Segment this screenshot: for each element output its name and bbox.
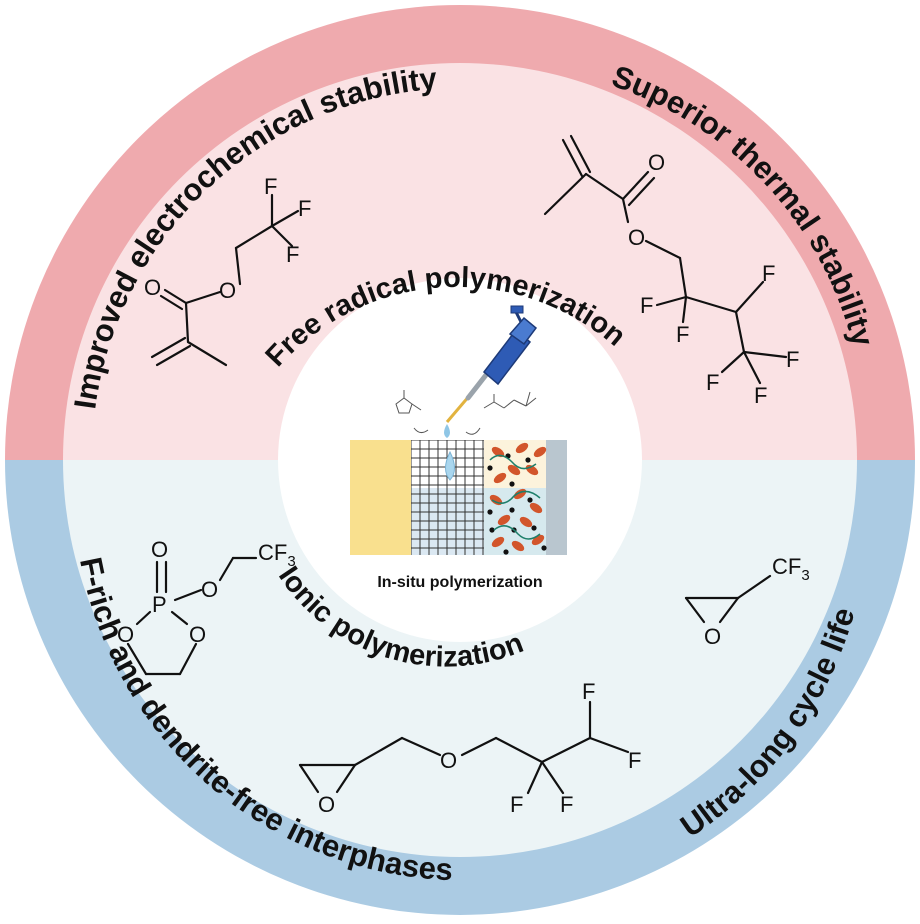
active-particle <box>493 472 507 484</box>
atom-o-p-double: O <box>151 537 168 562</box>
atom-f-5b: F <box>560 792 573 817</box>
center-caption: In-situ polymerization <box>377 574 542 591</box>
electrolyte-dot <box>489 527 495 533</box>
bottom-inner-disc <box>63 460 857 857</box>
atom-p: P <box>152 592 167 617</box>
active-particle <box>491 446 505 458</box>
active-particle <box>519 516 533 528</box>
electrolyte-dot <box>487 509 493 515</box>
atom-f-2a: F <box>640 293 653 318</box>
atom-f-2f: F <box>786 347 799 372</box>
molecule-trifluoropropylene-oxide <box>684 574 772 624</box>
electrolyte-dot <box>525 457 531 463</box>
active-particle <box>515 442 529 454</box>
reagent-sketch-right <box>465 391 537 435</box>
electrolyte-dot <box>503 549 509 555</box>
pipette-icon <box>444 305 538 438</box>
atom-o-5b: O <box>440 748 457 773</box>
electrolyte-dot <box>531 525 537 531</box>
active-particle <box>491 536 505 548</box>
atom-cf3-3: CF3 <box>258 540 296 570</box>
atom-f-2b: F <box>676 322 689 347</box>
atom-f-2d: F <box>706 370 719 395</box>
atom-o-carbonyl-1: O <box>144 275 161 300</box>
atom-o-ester-1: O <box>219 278 236 303</box>
molecule-cyclic-phosphate <box>126 556 258 676</box>
atom-o-4: O <box>704 624 721 649</box>
atom-o-5a: O <box>318 792 335 817</box>
electrolyte-dot <box>541 545 547 551</box>
active-particle <box>529 502 543 514</box>
active-particle <box>533 446 547 458</box>
molecule-trifluoroethyl-methacrylate <box>150 193 300 367</box>
atom-f-1a: F <box>264 174 277 199</box>
molecule-glycidyl-ether <box>298 700 630 795</box>
atom-o-carbonyl-2: O <box>648 150 665 175</box>
atom-f-5d: F <box>628 748 641 773</box>
atom-o-3a: O <box>201 577 218 602</box>
molecule-hexafluorobutyl-methacrylate <box>543 134 788 385</box>
atom-f-1b: F <box>298 196 311 221</box>
electrolyte-dot <box>509 507 515 513</box>
atom-cf3-4: CF3 <box>772 554 810 584</box>
electrolyte-dot <box>487 465 493 471</box>
atom-o-ester-2: O <box>628 225 645 250</box>
top-inner-disc <box>63 63 857 460</box>
atom-f-2c: F <box>762 261 775 286</box>
atom-o-3b: O <box>117 622 134 647</box>
reagent-sketch-left <box>395 390 429 434</box>
cell-schematic-icon <box>350 440 567 555</box>
electrolyte-dot <box>527 497 533 503</box>
active-particle <box>511 540 525 552</box>
electrolyte-dot <box>509 481 515 487</box>
atom-f-1c: F <box>286 242 299 267</box>
active-particle <box>497 514 511 526</box>
atom-f-5c: F <box>582 679 595 704</box>
atom-o-3c: O <box>189 622 206 647</box>
atom-f-2e: F <box>754 383 767 408</box>
atom-f-5a: F <box>510 792 523 817</box>
